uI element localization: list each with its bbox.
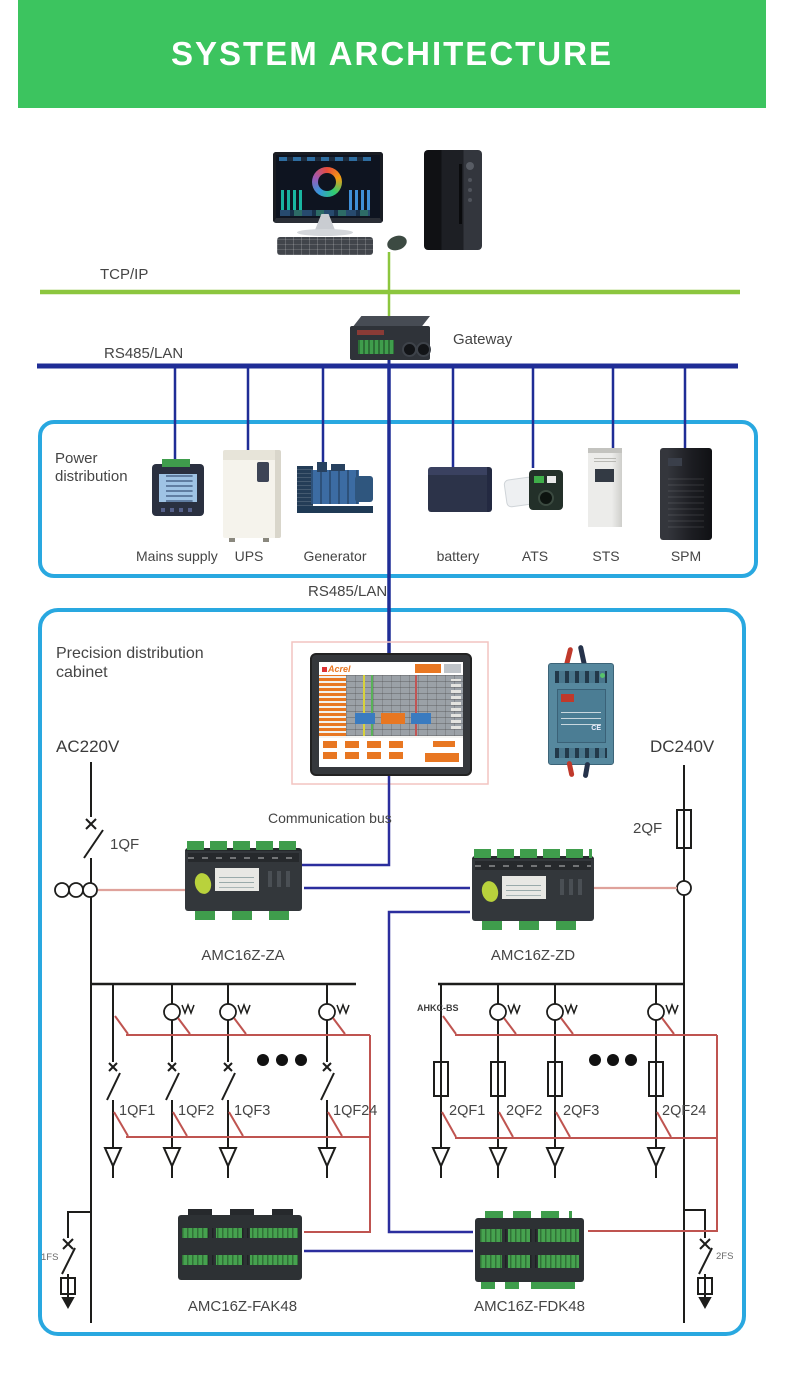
gateway-device: [350, 326, 431, 360]
spm-label: SPM: [670, 548, 702, 564]
gateway-terminal-block: [358, 340, 394, 354]
amc16z-zd-device: [472, 849, 594, 930]
branch-2qf24-label: 2QF24: [662, 1103, 707, 1119]
dc240v-label: DC240V: [650, 737, 715, 756]
amc16z-fak48-label: AMC16Z-FAK48: [187, 1298, 298, 1315]
hmi-mimic-diagram: [319, 675, 463, 736]
server-tower: [424, 150, 482, 250]
mains-supply-label: Mains supply: [136, 548, 218, 564]
header-banner: SYSTEM ARCHITECTURE: [18, 0, 766, 108]
rs485-lan-mid-label: RS485/LAN: [308, 583, 388, 600]
power-distribution-box: [38, 420, 758, 578]
ups-label: UPS: [234, 548, 264, 564]
breaker-2qf-label: 2QF: [633, 820, 663, 837]
keyboard: [277, 237, 373, 255]
battery-image: [428, 467, 492, 512]
branch-2qf3-label: 2QF3: [563, 1103, 600, 1119]
dashboard-bottom-widgets: [280, 210, 370, 216]
branch-2qf1-label: 2QF1: [449, 1103, 486, 1119]
branch-1qf24-label: 1QF24: [333, 1103, 378, 1119]
ahkc-bs-label: AHKC-BS: [417, 1003, 459, 1013]
hmi-screen: Acrel: [319, 662, 463, 767]
gateway-port-icon: [416, 342, 431, 357]
precision-cabinet-box: [38, 608, 746, 1336]
fs2-label: 2FS: [716, 1251, 734, 1262]
dashboard-menu-bar: [279, 157, 371, 161]
ats-label: ATS: [521, 548, 549, 564]
acrel-logo: Acrel: [322, 664, 351, 674]
branch-1qf1-label: 1QF1: [119, 1103, 156, 1119]
mouse: [385, 233, 409, 253]
tcp-line: [40, 252, 740, 318]
branch-1qf2-label: 1QF2: [178, 1103, 215, 1119]
gateway-label: Gateway: [453, 331, 513, 348]
generator-label: Generator: [303, 548, 367, 564]
ats-image: [503, 468, 563, 512]
sts-label: STS: [592, 548, 620, 564]
branch-1qf3-label: 1QF3: [234, 1103, 271, 1119]
breaker-1qf-label: 1QF: [110, 836, 140, 853]
page-title: SYSTEM ARCHITECTURE: [171, 35, 613, 72]
hmi-touchscreen: Acrel: [310, 653, 472, 776]
rs485-lan-label: RS485/LAN: [104, 345, 184, 362]
hmi-header-button: [415, 664, 441, 673]
amc16z-zd-label: AMC16Z-ZD: [490, 947, 576, 964]
din-power-supply: CE: [548, 663, 614, 765]
amc16z-fdk48-label: AMC16Z-FDK48: [474, 1298, 585, 1315]
monitor-stand: [315, 214, 335, 230]
meter-screen: [159, 474, 197, 502]
generator-image: [297, 462, 373, 514]
dashboard-bars-left: [281, 190, 305, 210]
ups-image: [223, 450, 281, 542]
cabinet-title: Precision distribution cabinet: [56, 645, 204, 682]
amc16z-za-device: [185, 841, 302, 920]
monitor-base: [297, 229, 353, 236]
gateway-port-icon: [402, 342, 417, 357]
mains-supply-image: [152, 459, 204, 516]
fs1-label: 1FS: [41, 1252, 59, 1263]
amc16z-fdk48-device: [475, 1211, 584, 1289]
dashboard-bars-right: [349, 190, 373, 210]
hmi-header-block: [444, 664, 461, 673]
monitor: [273, 152, 383, 223]
gateway-top-face: [352, 316, 430, 328]
amc16z-fak48-device: [178, 1209, 302, 1280]
battery-label: battery: [436, 548, 480, 564]
communication-bus-label: Communication bus: [268, 810, 392, 826]
branch-2qf2-label: 2QF2: [506, 1103, 543, 1119]
sts-image: [588, 448, 622, 527]
hmi-button-rows: [319, 738, 463, 767]
ac220v-label: AC220V: [56, 737, 120, 756]
amc16z-za-label: AMC16Z-ZA: [201, 947, 285, 964]
dashboard-gauge: [312, 167, 342, 197]
spm-image: [660, 448, 712, 540]
power-box-title: Power distribution: [55, 450, 128, 485]
tcp-ip-label: TCP/IP: [100, 266, 149, 283]
gateway-label-strip: [357, 330, 384, 335]
ce-mark: CE: [591, 725, 601, 732]
